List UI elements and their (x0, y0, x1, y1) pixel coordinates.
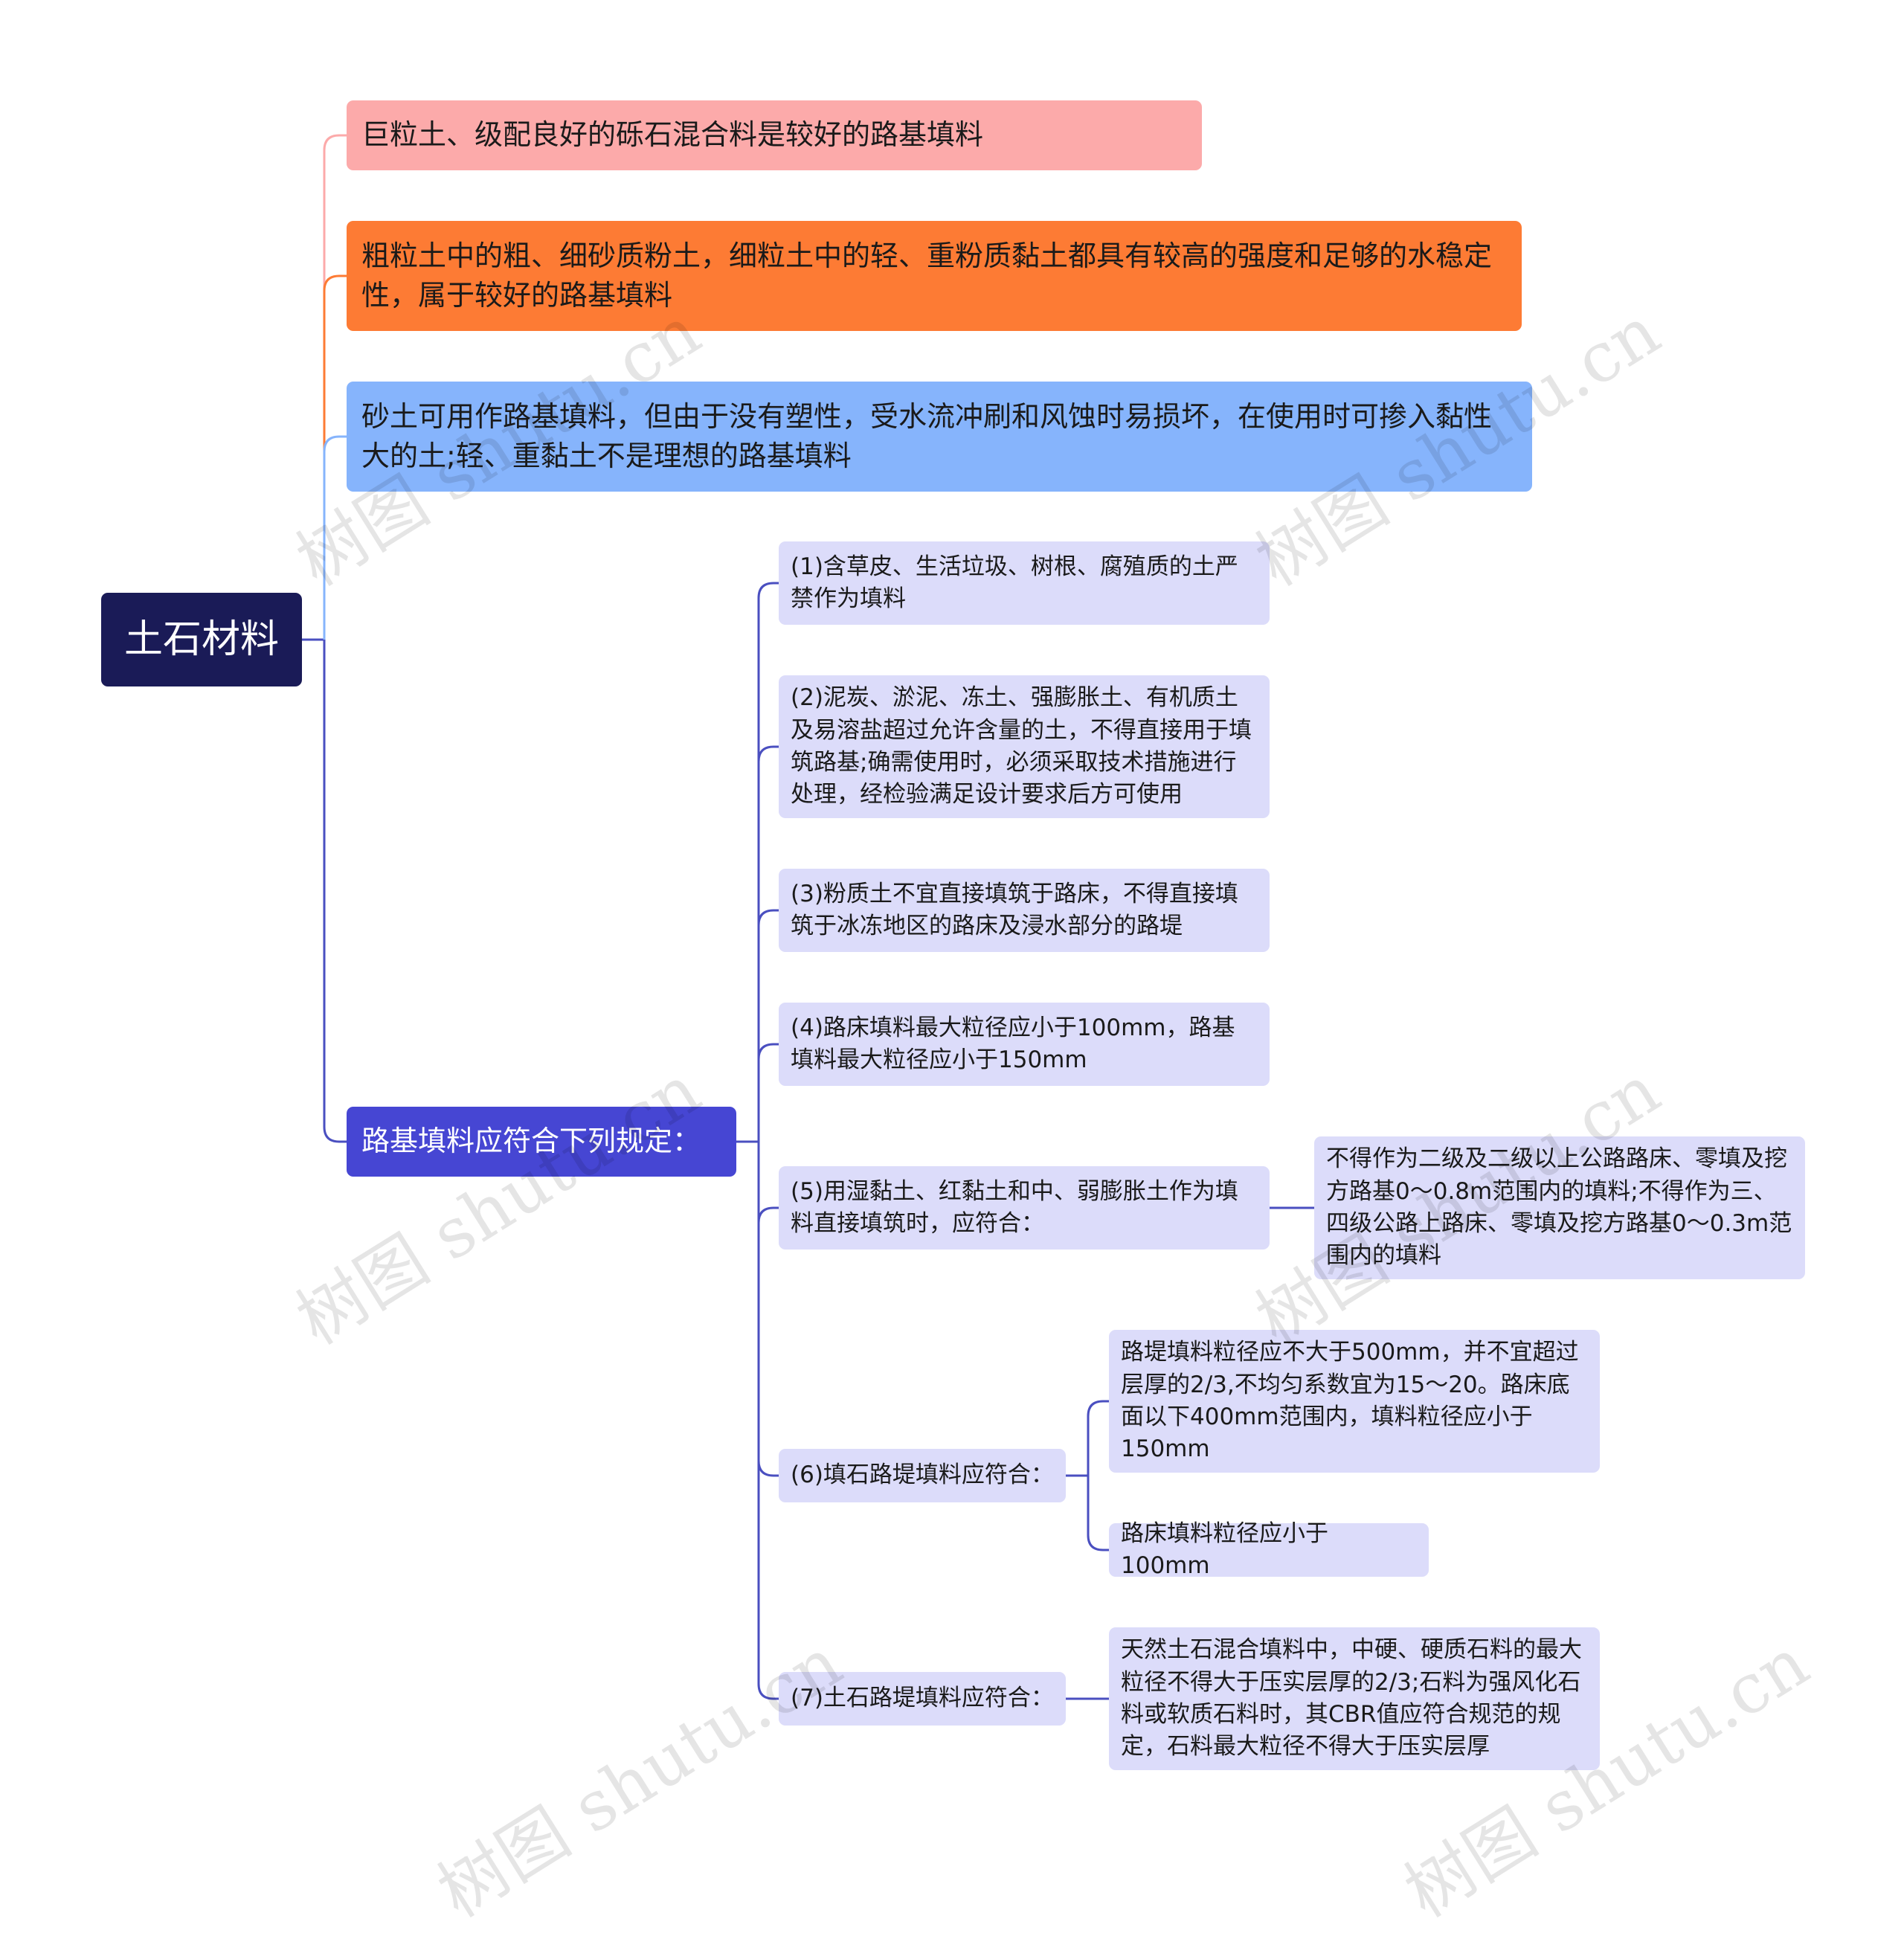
branch-node-2[interactable]: 粗粒土中的粗、细砂质粉土，细粒土中的轻、重粉质黏土都具有较高的强度和足够的水稳定… (347, 221, 1522, 331)
branch-label-4: 路基填料应符合下列规定： (361, 1125, 701, 1158)
rule-label-6: (6)填石路堤填料应符合： (791, 1461, 1054, 1489)
rule-node-2[interactable]: (2)泥炭、淤泥、冻土、强膨胀土、有机质土及易溶盐超过允许含量的土，不得直接用于… (779, 675, 1270, 818)
rule-node-7[interactable]: (7)土石路堤填料应符合： (779, 1672, 1066, 1726)
connector-root-branch-4 (323, 640, 347, 1143)
connector-rule-6-child-2 (1087, 1476, 1109, 1551)
rule-7-child-label: 天然土石混合填料中，中硬、硬质石料的最大粒径不得大于压实层厚的2/3;石料为强风… (1121, 1636, 1582, 1760)
connector-rule-3 (757, 909, 779, 926)
root-label: 土石材料 (123, 617, 279, 662)
rule-node-5[interactable]: (5)用湿黏土、红黏土和中、弱膨胀土作为填料直接填筑时，应符合： (779, 1166, 1270, 1250)
rule-label-1: (1)含草皮、生活垃圾、树根、腐殖质的土严禁作为填料 (791, 553, 1238, 612)
branch-node-1[interactable]: 巨粒土、级配良好的砾石混合料是较好的路基填料 (347, 100, 1202, 170)
rule-6-child-label-2: 路床填料粒径应小于100mm (1121, 1519, 1328, 1579)
branch-label-1: 巨粒土、级配良好的砾石混合料是较好的路基填料 (361, 118, 984, 152)
rule-node-1[interactable]: (1)含草皮、生活垃圾、树根、腐殖质的土严禁作为填料 (779, 541, 1270, 625)
connector-rule-4 (757, 1043, 779, 1060)
rule-5-child-node[interactable]: 不得作为二级及二级以上公路路床、零填及挖方路基0～0.8m范围内的填料;不得作为… (1314, 1136, 1805, 1279)
rule-label-5: (5)用湿黏土、红黏土和中、弱膨胀土作为填料直接填筑时，应符合： (791, 1177, 1238, 1237)
branch-label-3: 砂土可用作路基填料，但由于没有塑性，受水流冲刷和风蚀时易损坏，在使用时可掺入黏性… (361, 399, 1493, 472)
rule-5-child-label: 不得作为二级及二级以上公路路床、零填及挖方路基0～0.8m范围内的填料;不得作为… (1326, 1145, 1792, 1270)
connector-rule-5 (757, 1206, 779, 1223)
rule-label-3: (3)粉质土不宜直接填筑于路床，不得直接填筑于冰冻地区的路床及浸水部分的路堤 (791, 880, 1238, 939)
connector-rule-6-child-1 (1087, 1400, 1109, 1476)
connector-rule-7 (757, 1683, 779, 1700)
rule-node-6[interactable]: (6)填石路堤填料应符合： (779, 1449, 1066, 1502)
rule-6-child-label-1: 路堤填料粒径应不大于500mm，并不宜超过层厚的2/3,不均匀系数宜为15～20… (1121, 1339, 1579, 1463)
root-node[interactable]: 土石材料 (101, 593, 302, 686)
rule-node-4[interactable]: (4)路床填料最大粒径应小于100mm，路基填料最大粒径应小于150mm (779, 1003, 1270, 1086)
rule-node-3[interactable]: (3)粉质土不宜直接填筑于路床，不得直接填筑于冰冻地区的路床及浸水部分的路堤 (779, 869, 1270, 952)
branch-node-3[interactable]: 砂土可用作路基填料，但由于没有塑性，受水流冲刷和风蚀时易损坏，在使用时可掺入黏性… (347, 382, 1532, 492)
rule-6-child-node-2[interactable]: 路床填料粒径应小于100mm (1109, 1520, 1429, 1579)
rule-label-4: (4)路床填料最大粒径应小于100mm，路基填料最大粒径应小于150mm (791, 1014, 1235, 1073)
rule-label-7: (7)土石路堤填料应符合： (791, 1685, 1054, 1712)
branch-node-4[interactable]: 路基填料应符合下列规定： (347, 1107, 736, 1177)
connector-root-branch-2 (323, 274, 347, 640)
connector-root-branch-3 (323, 435, 347, 640)
branch-label-2: 粗粒土中的粗、细砂质粉土，细粒土中的轻、重粉质黏土都具有较高的强度和足够的水稳定… (361, 239, 1493, 312)
rule-label-2: (2)泥炭、淤泥、冻土、强膨胀土、有机质土及易溶盐超过允许含量的土，不得直接用于… (791, 684, 1252, 808)
connector-rule-2 (757, 745, 779, 762)
connector-root-branch-1 (323, 134, 347, 640)
connector-rule-6 (757, 1460, 779, 1477)
rule-6-child-node-1[interactable]: 路堤填料粒径应不大于500mm，并不宜超过层厚的2/3,不均匀系数宜为15～20… (1109, 1330, 1600, 1473)
rule-7-child-node[interactable]: 天然土石混合填料中，中硬、硬质石料的最大粒径不得大于压实层厚的2/3;石料为强风… (1109, 1627, 1600, 1770)
connector-lines (302, 134, 1314, 1700)
connector-rule-1 (757, 582, 779, 599)
